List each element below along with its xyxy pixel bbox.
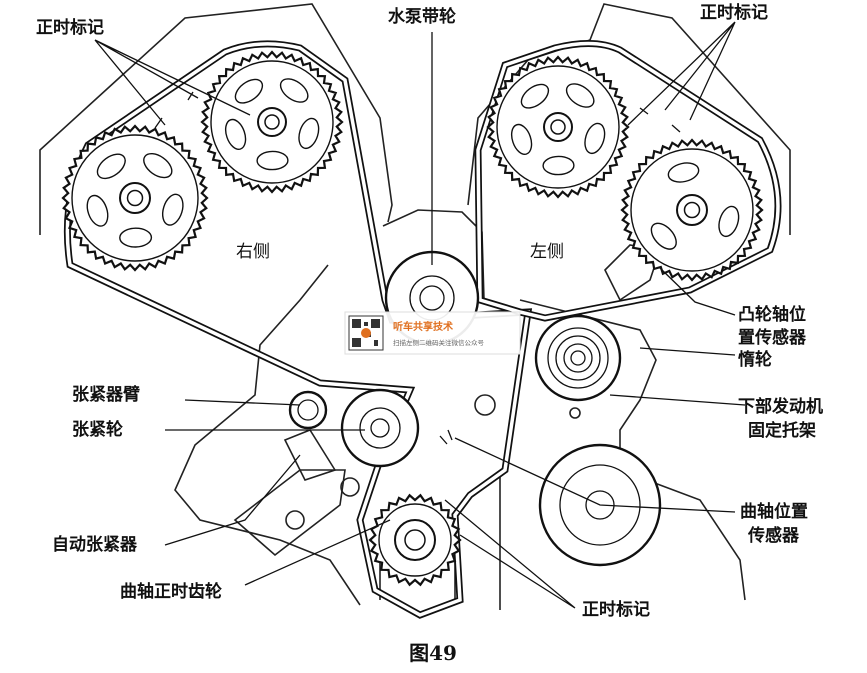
sprockets-group — [61, 50, 764, 587]
label-cam-sensor-line1: 凸轮轴位 — [738, 304, 806, 325]
label-timing-mark-right: 正时标记 — [700, 2, 768, 23]
watermark-subtitle: 扫描左侧二维码关注微信公众号 — [393, 338, 485, 347]
left-bank-cam-sprocket-front — [486, 55, 630, 199]
label-lower-bracket-line2: 固定托架 — [748, 420, 816, 441]
qr-code-icon — [348, 315, 384, 351]
label-timing-mark-left: 正时标记 — [36, 17, 104, 38]
label-tensioner-pulley: 张紧轮 — [72, 419, 123, 440]
label-idler: 惰轮 — [738, 349, 772, 370]
label-cam-sensor-line2: 置传感器 — [738, 327, 807, 348]
crankshaft-timing-sprocket — [368, 493, 462, 587]
label-crank-sprocket: 曲轴正时齿轮 — [120, 581, 222, 602]
timing-mark-ticks — [154, 91, 681, 445]
label-auto-tensioner: 自动张紧器 — [52, 534, 138, 555]
label-right-side: 右侧 — [236, 242, 270, 262]
label-crank-sensor-line2: 传感器 — [747, 525, 800, 546]
label-crank-sensor-line1: 曲轴位置 — [740, 501, 808, 522]
label-tensioner-arm: 张紧器臂 — [72, 384, 140, 405]
label-water-pump-pulley: 水泵带轮 — [388, 6, 456, 27]
figure-caption: 图49 — [409, 641, 457, 665]
watermark-title: 听车共享技术 — [393, 320, 453, 333]
label-left-side: 左侧 — [530, 242, 564, 262]
watermark: 听车共享技术 扫描左侧二维码关注微信公众号 — [344, 311, 521, 355]
right-bank-cam-sprocket-rear — [200, 50, 344, 194]
tensioner-pulley — [340, 388, 420, 468]
leader-lines — [94, 21, 746, 609]
right-bank-cam-sprocket-front — [61, 124, 209, 272]
label-lower-bracket-line1: 下部发动机 — [738, 396, 823, 417]
tensioner-arm-roller — [288, 390, 328, 430]
idler-pulley — [534, 314, 622, 402]
label-timing-mark-bottom: 正时标记 — [582, 599, 650, 620]
left-bank-cam-sprocket-rear — [620, 138, 764, 282]
